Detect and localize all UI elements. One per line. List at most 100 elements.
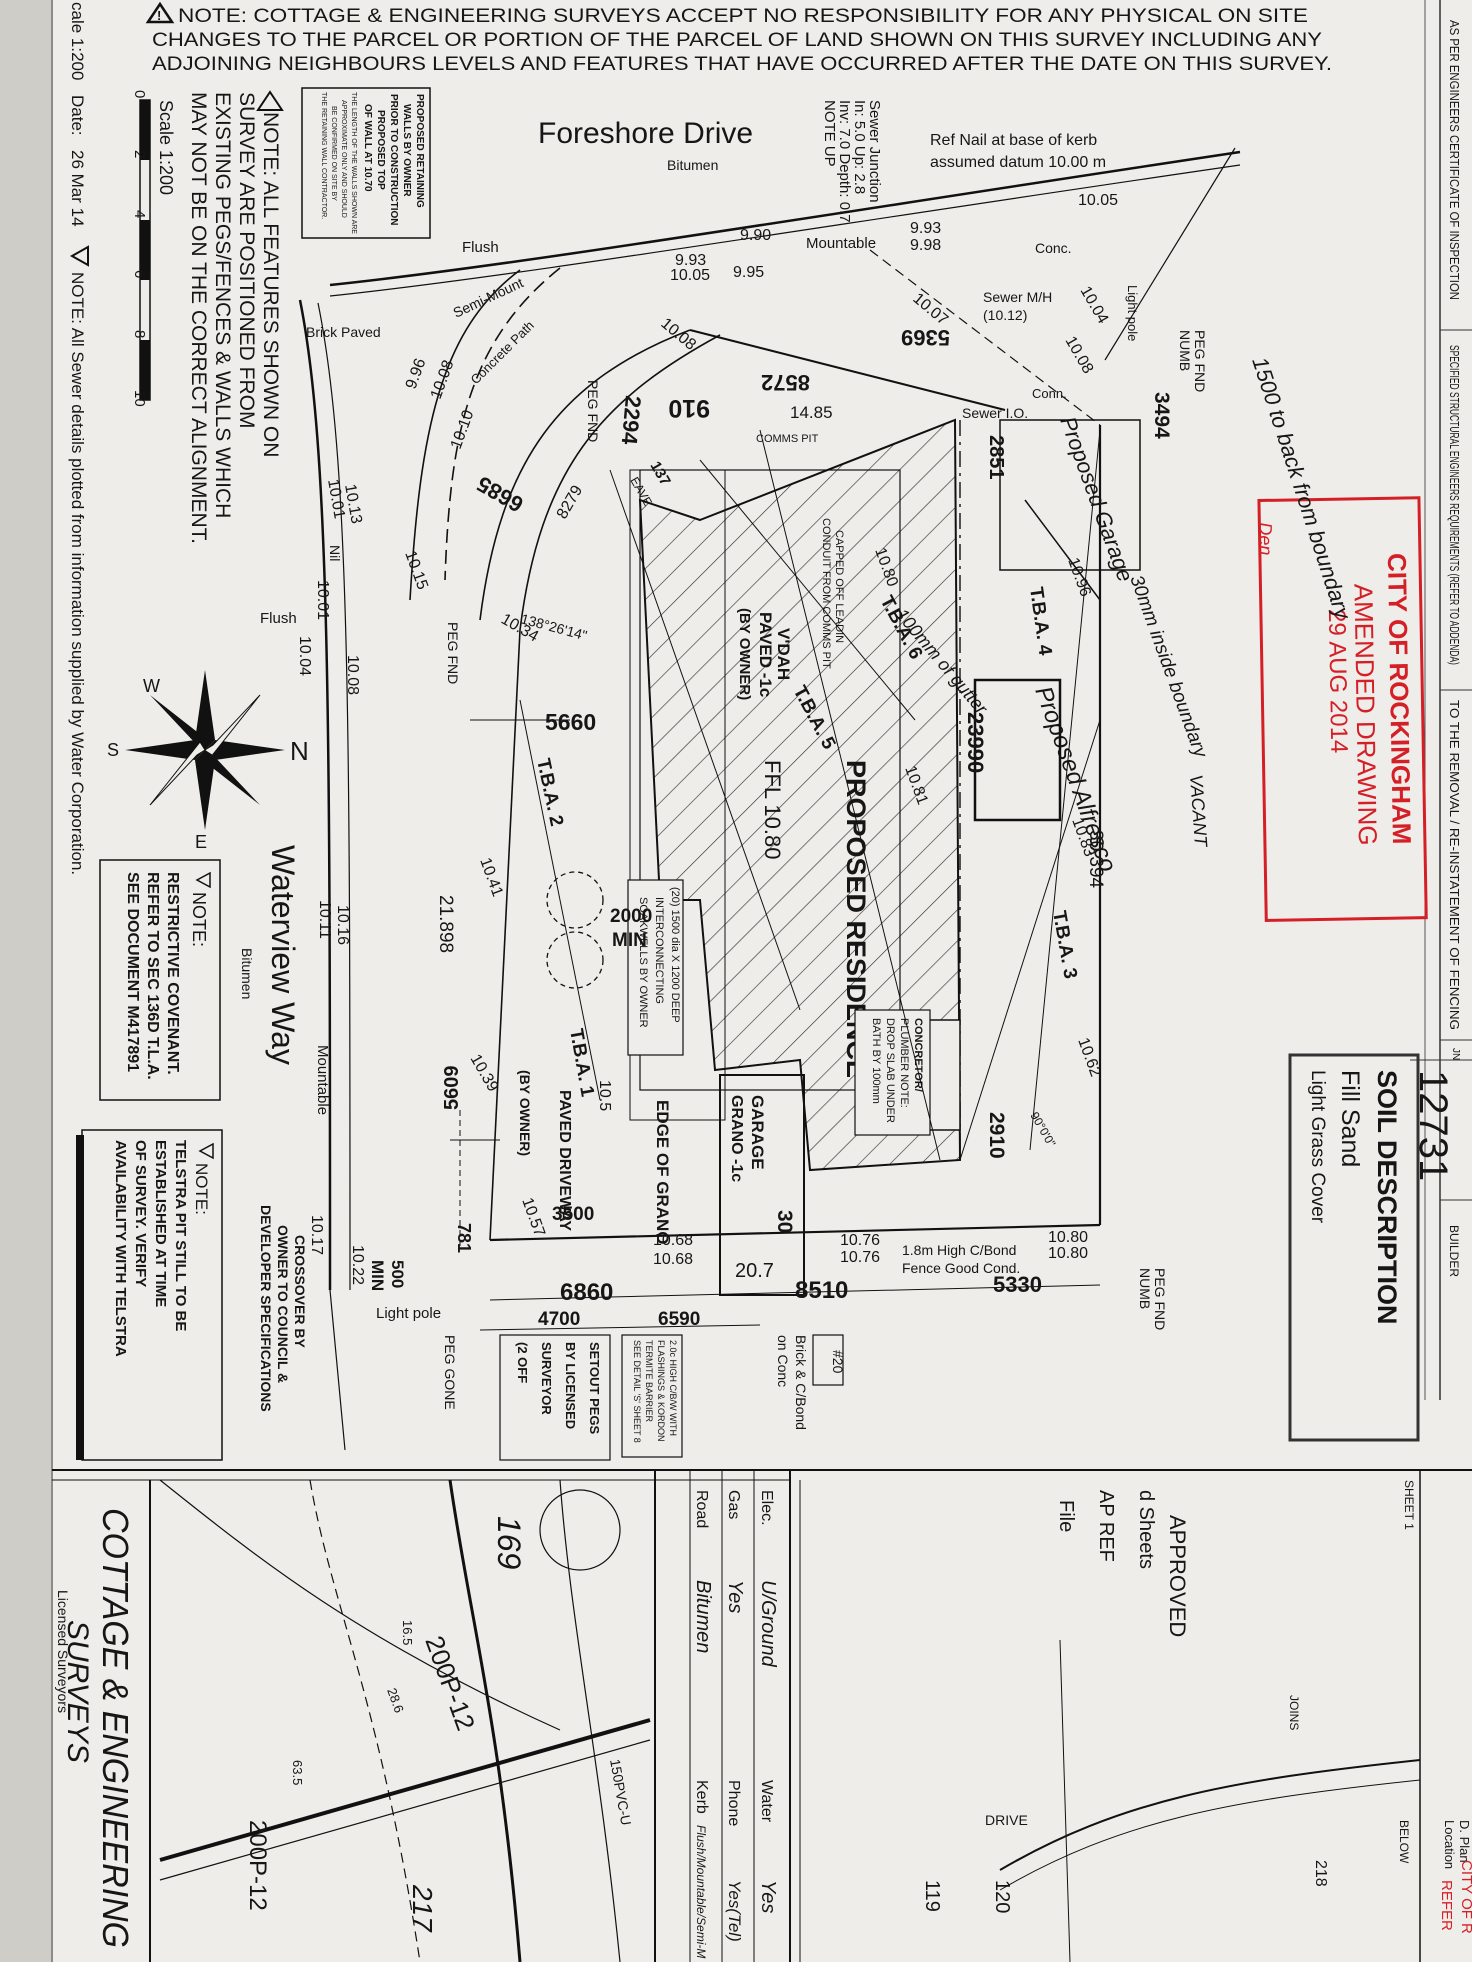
dim-3494: 3494 (1150, 392, 1173, 439)
soak-3: SOAKWELLS BY OWNER (637, 897, 649, 1028)
level-22: 10.11 (316, 900, 333, 939)
dim-6860: 6860 (560, 1279, 613, 1306)
brick-paved: Brick Paved (306, 324, 381, 340)
lot-217: 217 (407, 1884, 438, 1933)
sewer-junction-1: Sewer Junction (866, 100, 883, 203)
covenant-note: NOTE: RESTRICTIVE COVENANT. REFER TO SEC… (99, 859, 221, 1101)
sewer-junction-4: NOTE UP (821, 100, 838, 167)
stamp-line-1: CITY OF ROCKINGHAM (1382, 553, 1417, 845)
small-notes: CROSSOVER BY OWNER TO COUNCIL & DEVELOPE… (258, 1205, 683, 1461)
location: Location (1442, 1820, 1457, 1869)
light-pole: Light pole (1125, 285, 1140, 341)
features-2: SURVEY ARE POSITIONED FROM (235, 92, 258, 428)
svc-gas-label: Gas (725, 1490, 742, 1519)
compass-w: W (143, 676, 160, 696)
ref-nail: Ref Nail at base of kerb (930, 132, 1097, 149)
scale-edge: cale 1:200 (68, 2, 87, 80)
level-27: 10.68 (653, 1232, 693, 1249)
company-sub: Licensed Surveyors (55, 1590, 71, 1713)
peg-fnd-4: PEG FND (1152, 1268, 1168, 1330)
joins: JOINS (1287, 1695, 1301, 1730)
ret-4: PROPOSED TOP (375, 110, 386, 190)
level-18: 10.01 (314, 580, 331, 620)
svc-water: Yes (757, 1880, 779, 1913)
compass: N E S W (107, 670, 309, 852)
flashings-4: SEE DETAIL 'S' SHEET 8 (632, 1340, 642, 1443)
level-32: 10.80 (1048, 1245, 1088, 1262)
setout-1: SETOUT PEGS (587, 1342, 602, 1435)
features-1: NOTE: ALL FEATURES SHOWN ON (259, 112, 282, 457)
lot-218: 218 (1312, 1860, 1329, 1887)
ret-6: THE LENGTH OF THE WALLS SHOWN ARE (350, 92, 357, 234)
plumber-3: DROP SLAB UNDER (884, 1018, 896, 1123)
dim-5330: 5330 (993, 1272, 1042, 1297)
ret-5: OF WALL AT 10.70 (362, 104, 373, 192)
dim-5660: 5660 (545, 709, 596, 735)
pipe-2: 200P-12 (244, 1820, 271, 1911)
sewer-note: NOTE: All Sewer details plotted from inf… (68, 272, 87, 875)
comms-pit: COMMS PIT (756, 433, 819, 445)
svc-road-label: Road (693, 1490, 710, 1528)
setout-2: BY LICENSED (563, 1342, 578, 1429)
soak-1: (20) 1500 dia X 1200 DEEP (669, 887, 681, 1023)
svc-phone: Yes(Tel) (725, 1880, 744, 1942)
dimension-lines (450, 429, 1101, 1331)
cov-1: NOTE: (189, 892, 209, 947)
capped-line-2: CONDUIT FROM COMMS PIT (820, 518, 832, 669)
setout-4: (2 OFF (515, 1342, 530, 1383)
tel-4: OF SURVEY. VERIFY (132, 1140, 149, 1287)
dim-21898: 21.898 (435, 895, 456, 953)
drive-label: DRIVE (985, 1812, 1028, 1828)
retaining-note: PROPOSED RETAINING WALLS BY OWNER PRIOR … (301, 87, 431, 239)
dim-3500: 3500 (552, 1204, 594, 1225)
datum: assumed datum 10.00 m (930, 154, 1106, 171)
soil-title: SOIL DESCRIPTION (1372, 1070, 1402, 1325)
date-label: Date: (68, 95, 87, 136)
min-500: MIN (368, 1260, 387, 1291)
pipe-6: 63.5 (290, 1760, 305, 1785)
stamp-date: 29 AUG 2014 (1323, 609, 1353, 754)
sewer-mh: Sewer M/H (983, 289, 1052, 305)
mountable-1: Mountable (806, 235, 876, 252)
dim-20-7: 20.7 (735, 1260, 774, 1282)
dim-500: 500 (388, 1260, 407, 1288)
features-3: EXISTING PEGS/FENCES & WALLS WHICH (211, 92, 234, 518)
tel-3: ESTABLISHED AT TIME (152, 1140, 169, 1307)
svc-gas: Yes (724, 1580, 746, 1613)
tel-5: AVAILABILITY WITH TELSTRA (112, 1140, 129, 1357)
fence-1: 1.8m High C/Bond (902, 1242, 1016, 1258)
svc-water-label: Water (758, 1780, 775, 1823)
peg-fnd-2: PEG FND (585, 380, 601, 442)
scale-tick-6: 6 (131, 270, 148, 278)
header-col-2: SPECIFIED STRUCTURAL ENGINEERS REQUIREME… (1447, 345, 1462, 665)
below: BELOW (1397, 1820, 1411, 1864)
fence-2: Fence Good Cond. (902, 1260, 1020, 1276)
scale-label: Scale 1:200 (156, 100, 176, 195)
vdah-label: V'DAH (774, 628, 793, 680)
soil-line-2: Light Grass Cover (1307, 1070, 1328, 1224)
brick-label: Brick & C/Bond (793, 1335, 809, 1430)
level-2: 9.93 (675, 252, 706, 269)
road-waterview-name: Waterview Way (265, 845, 301, 1065)
svg-text:!: ! (157, 8, 161, 23)
scale-tick-10: 10 (131, 390, 148, 407)
level-38: 10.5 (596, 1080, 613, 1111)
date-value: 26 Mar 14 (68, 150, 87, 227)
sewer-junction-3: Inv: 7.0 Depth: 0.7 (836, 100, 853, 223)
dim-23990: 23990 (963, 712, 988, 773)
ret-2: WALLS BY OWNER (401, 104, 412, 197)
nil-label: Nil (327, 545, 343, 561)
level-15: 10.13 (341, 483, 365, 525)
company-block: COTTAGE & ENGINEERING SURVEYS Licensed S… (55, 1508, 136, 1948)
cov-2: RESTRICTIVE COVENANT. (164, 872, 181, 1075)
level-5: 9.95 (733, 264, 764, 281)
file-label: File (1055, 1500, 1077, 1532)
dim-781: 781 (454, 1223, 474, 1253)
level-20: 10.08 (344, 655, 361, 695)
header-col-1: AS PER ENGINEERS CERTIFICATE OF INSPECTI… (1447, 20, 1462, 300)
level-21: 10.16 (334, 905, 351, 945)
flashings-3: TERMITE BARRIER (644, 1340, 654, 1423)
sewer-io: Sewer I.O. (962, 405, 1028, 421)
level-4: 9.90 (740, 227, 771, 244)
ret-3: PRIOR TO CONSTRUCTION (388, 94, 399, 225)
